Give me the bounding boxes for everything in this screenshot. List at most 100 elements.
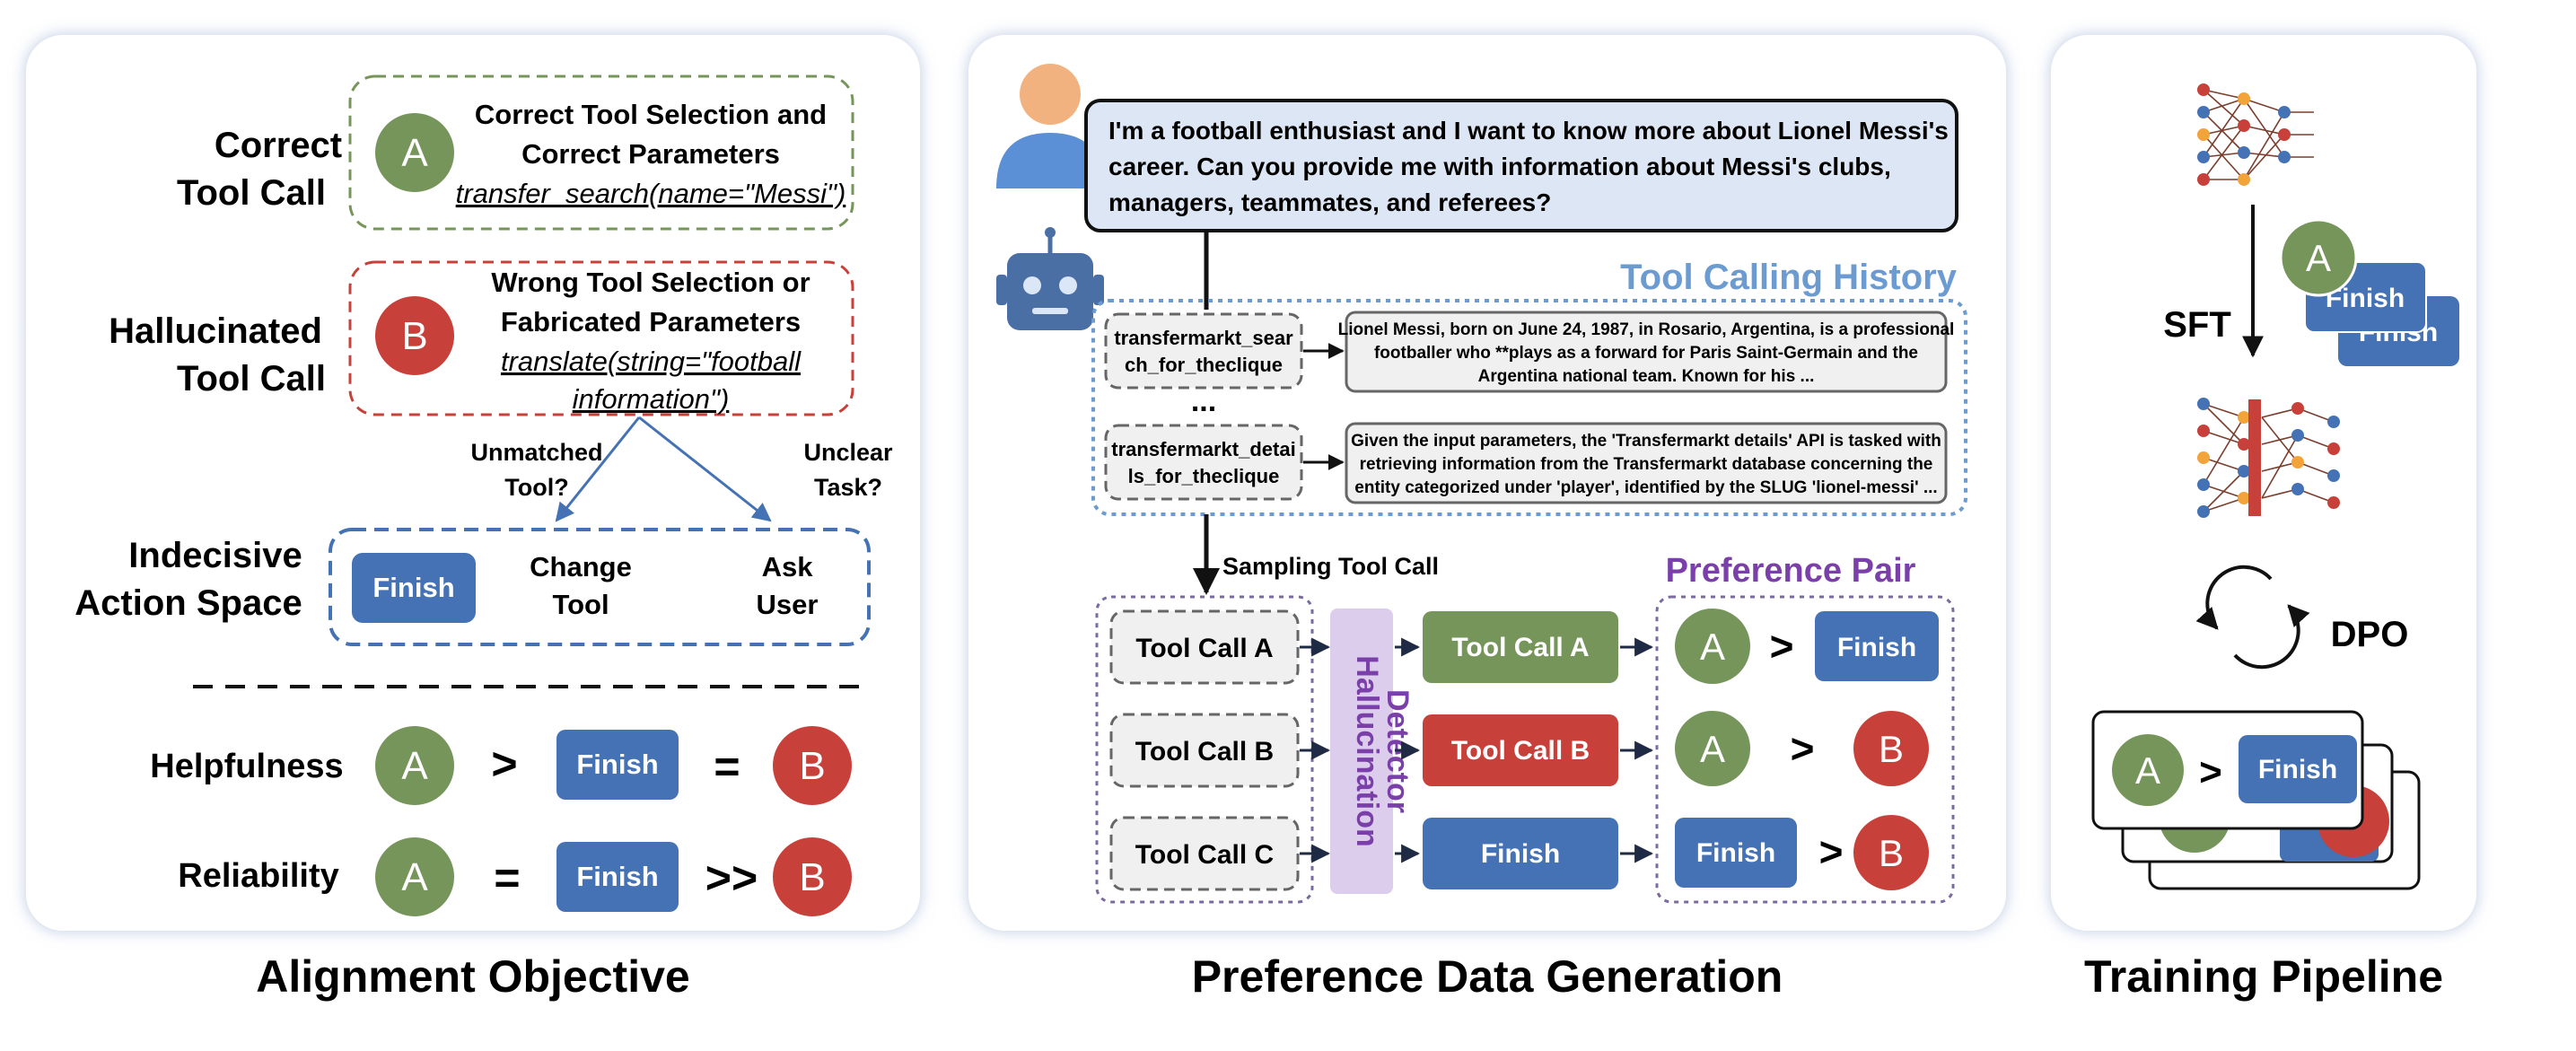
halluc-line-1: Wrong Tool Selection or [491, 267, 810, 298]
history-response-2-line-3: entity categorized under 'player', ident… [1354, 478, 1937, 497]
arrow-unclear [638, 416, 772, 522]
badge-b-reliability [773, 837, 852, 916]
pair-3-left: Finish [1696, 838, 1775, 868]
badge-a-correct [375, 113, 454, 192]
correct-line-1: Correct Tool Selection and [475, 99, 827, 130]
panel-3-title: Training Pipeline [2084, 951, 2443, 1002]
preference-pair-title: Preference Pair [1666, 552, 1916, 590]
history-tool-1 [1104, 312, 1303, 390]
pair-3-op: > [1819, 828, 1844, 875]
query-line-2: career. Can you provide me with informat… [1108, 153, 1891, 180]
history-response-1-line-3: Argentina national team. Known for his .… [1478, 367, 1815, 386]
dpo-label: DPO [2331, 615, 2409, 654]
finish-chip-action-label: Finish [372, 572, 454, 603]
history-response-1-line-2: footballer who **plays as a forward for … [1374, 344, 1918, 363]
cycle-icon [2195, 565, 2310, 670]
pair-1-a-badge [1675, 609, 1750, 684]
correct-code: transfer_search(name="Messi") [456, 178, 846, 209]
pair-2-op: > [1791, 725, 1815, 772]
reliability-op-2: >> [705, 853, 758, 903]
unclear-2: Task? [814, 474, 882, 501]
badge-a-correct-label: A [401, 131, 428, 175]
pair-2-right: B [1879, 728, 1904, 770]
pair-3-b-badge [1853, 815, 1929, 890]
sampled-call-a [1109, 609, 1300, 685]
helpfulness-op-2: = [714, 741, 740, 792]
user-icon [996, 64, 1104, 188]
history-response-2 [1345, 422, 1948, 504]
pref-card-1-finish-chip [2239, 735, 2357, 803]
history-response-1-line-1: Lionel Messi, born on June 24, 1987, in … [1338, 320, 1955, 339]
output-tool-call-b [1423, 714, 1618, 786]
output-tool-call-b-label: Tool Call B [1451, 736, 1590, 766]
history-tool-1-line-2: ch_for_theclique [1125, 354, 1283, 376]
badge-a-helpfulness-label: A [401, 744, 428, 788]
finish-chip-helpfulness [556, 730, 679, 800]
neural-network-icon [2203, 89, 2314, 180]
pair-1-left: A [1700, 626, 1725, 668]
halluc-code-1: translate(string="football [501, 346, 802, 377]
history-tool-2-line-1: transfermarkt_detai [1111, 438, 1295, 460]
panel-2-title: Preference Data Generation [1192, 951, 1783, 1002]
preference-pair-box [1655, 595, 1955, 904]
sft-a-label: A [2306, 237, 2331, 279]
pref-card-1-finish-label: Finish [2258, 755, 2337, 784]
neural-network-finetuned-icon [2203, 403, 2335, 512]
helpfulness-op-1: > [491, 739, 517, 789]
pair-1-right: Finish [1837, 633, 1916, 662]
sampling-label: Sampling Tool Call [1222, 553, 1439, 580]
halluc-code-2: information") [573, 383, 730, 415]
finish-chip-action [352, 553, 476, 623]
reliability-label: Reliability [178, 857, 339, 895]
badge-b-halluc [375, 296, 454, 375]
finish-chip-reliability-label: Finish [576, 861, 658, 892]
output-tool-call-a [1423, 611, 1618, 683]
history-tool-2-line-2: ls_for_theclique [1128, 465, 1280, 487]
pref-card-1-op: > [2199, 750, 2222, 794]
sampled-call-c-label: Tool Call C [1135, 840, 1274, 870]
pair-3-finish-chip [1675, 818, 1797, 888]
history-response-2-line-1: Given the input parameters, the 'Transfe… [1351, 432, 1941, 451]
finish-chip-helpfulness-label: Finish [576, 749, 658, 780]
history-tool-1-line-1: transfermarkt_sear [1114, 327, 1293, 349]
unmatched-1: Unmatched [470, 439, 602, 466]
sft-a-badge [2279, 218, 2358, 297]
neural-network-finetuned-nodes [2197, 398, 2340, 518]
neural-network-nodes [2197, 83, 2291, 186]
sampled-call-c [1109, 816, 1300, 891]
user-query-bubble [1084, 99, 1958, 232]
badge-b-helpfulness-label: B [799, 744, 825, 788]
ask-2: User [757, 589, 819, 620]
panel-3-frame [2049, 33, 2478, 933]
indecisive-1: Indecisive [128, 536, 302, 575]
helpfulness-label: Helpfulness [150, 748, 343, 785]
history-response-1 [1345, 311, 1948, 393]
halluc-label-1: Hallucinated [109, 311, 322, 351]
unclear-1: Unclear [803, 439, 893, 466]
robot-icon [996, 227, 1104, 330]
pair-3-right: B [1879, 832, 1904, 874]
pair-2-a-badge [1675, 711, 1750, 786]
unmatched-2: Tool? [504, 474, 568, 501]
correct-label-1: Correct [215, 126, 342, 165]
arrow-unmatched [555, 416, 641, 522]
query-line-1: I'm a football enthusiast and I want to … [1108, 117, 1949, 145]
history-response-2-line-2: retrieving information from the Transfer… [1360, 455, 1933, 474]
reliability-op-1: = [494, 853, 520, 903]
history-ellipsis: ... [1191, 384, 1216, 418]
badge-a-helpfulness [375, 726, 454, 805]
output-finish-label: Finish [1481, 839, 1560, 869]
sft-label: SFT [2163, 305, 2231, 345]
detector-label-1: Hallucination [1350, 655, 1384, 846]
pref-card-1-a-label: A [2135, 749, 2160, 792]
badge-b-helpfulness [773, 726, 852, 805]
hallucinated-tool-call-box [348, 260, 854, 416]
sampled-call-a-label: Tool Call A [1135, 634, 1273, 663]
pair-1-op: > [1770, 623, 1794, 670]
correct-line-2: Correct Parameters [521, 138, 780, 170]
query-line-3: managers, teammates, and referees? [1108, 188, 1551, 216]
tool-calling-history-title: Tool Calling History [1620, 258, 1958, 297]
sampled-call-b [1109, 713, 1300, 788]
panel-1-frame [24, 33, 922, 933]
indecisive-action-box [329, 528, 871, 646]
